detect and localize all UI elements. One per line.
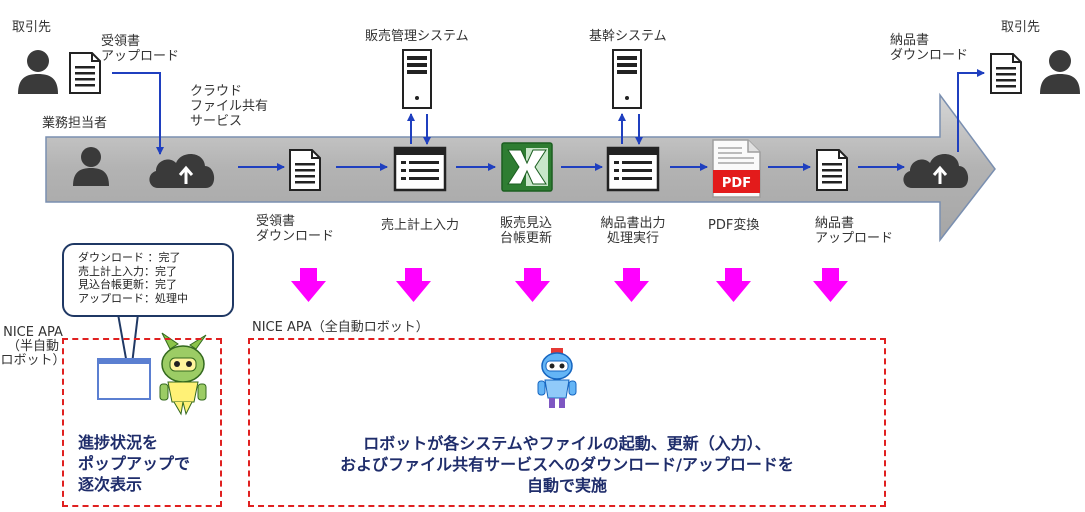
server-icon <box>612 49 642 109</box>
semi-auto-box <box>62 338 222 507</box>
core-system-label: 基幹システム <box>589 29 667 44</box>
step-label-delivery-output: 納品書出力処理実行 <box>600 216 666 246</box>
step-label-receipt-download: 受領書ダウンロード <box>256 214 335 244</box>
app-window-icon <box>606 146 660 192</box>
document-icon <box>289 149 321 191</box>
semi-auto-description: 進捗状況をポップアップで逐次表示 <box>78 433 191 494</box>
left-client-label: 取引先 <box>12 20 52 35</box>
step-label-ledger-update: 販売見込台帳更新 <box>500 216 553 246</box>
server-icon <box>402 49 432 109</box>
magenta-down-arrows <box>291 268 848 302</box>
popup-line: アップロード：処理中 <box>78 291 188 305</box>
right-client-label: 取引先 <box>1001 20 1041 35</box>
client-person-icon-right <box>1040 50 1080 94</box>
document-icon <box>816 149 848 191</box>
document-icon <box>990 53 1022 94</box>
step-label-pdf-convert: PDF変換 <box>708 218 760 233</box>
blue-robot-mascot <box>537 348 577 408</box>
excel-icon <box>501 142 553 192</box>
step-label-delivery-upload: 納品書アップロード <box>815 216 894 246</box>
pdf-icon-label: PDF <box>722 176 751 191</box>
app-window-icon <box>393 146 447 192</box>
flow-arrows <box>112 69 985 171</box>
popup-line: 売上計上入力：完了 <box>78 264 177 278</box>
popup-line: ダウンロード ：完了 <box>78 251 181 264</box>
full-auto-robot-label: NICE APA（全自動ロボット） <box>252 320 429 335</box>
cloud-service-label: クラウドファイル共有サービス <box>190 84 269 129</box>
full-auto-description: ロボットが各システムやファイルの起動、更新（入力）、およびファイル共有サービスへ… <box>340 434 794 495</box>
staff-person-icon <box>73 147 109 186</box>
step-label-sales-entry: 売上計上入力 <box>381 218 460 233</box>
client-person-icon <box>18 50 58 94</box>
delivery-download-label: 納品書ダウンロード <box>890 33 969 63</box>
screen-window-icon <box>97 358 151 400</box>
cloud-upload-icon <box>149 153 215 188</box>
cloud-upload-icon <box>903 153 969 188</box>
receipt-upload-label: 受領書アップロード <box>101 34 180 64</box>
popup-line: 見込台帳更新：完了 <box>78 278 177 291</box>
pdf-icon: PDF <box>712 139 761 198</box>
semi-auto-robot-label: NICE APA（半自動ロボット） <box>0 325 66 368</box>
staff-label: 業務担当者 <box>42 116 108 131</box>
green-robot-mascot <box>159 332 207 416</box>
progress-popup: ダウンロード ：完了 売上計上入力：完了 見込台帳更新：完了 アップロード：処理… <box>62 243 234 317</box>
full-auto-box <box>248 338 886 507</box>
sales-system-label: 販売管理システム <box>365 29 469 44</box>
document-icon <box>69 52 101 94</box>
